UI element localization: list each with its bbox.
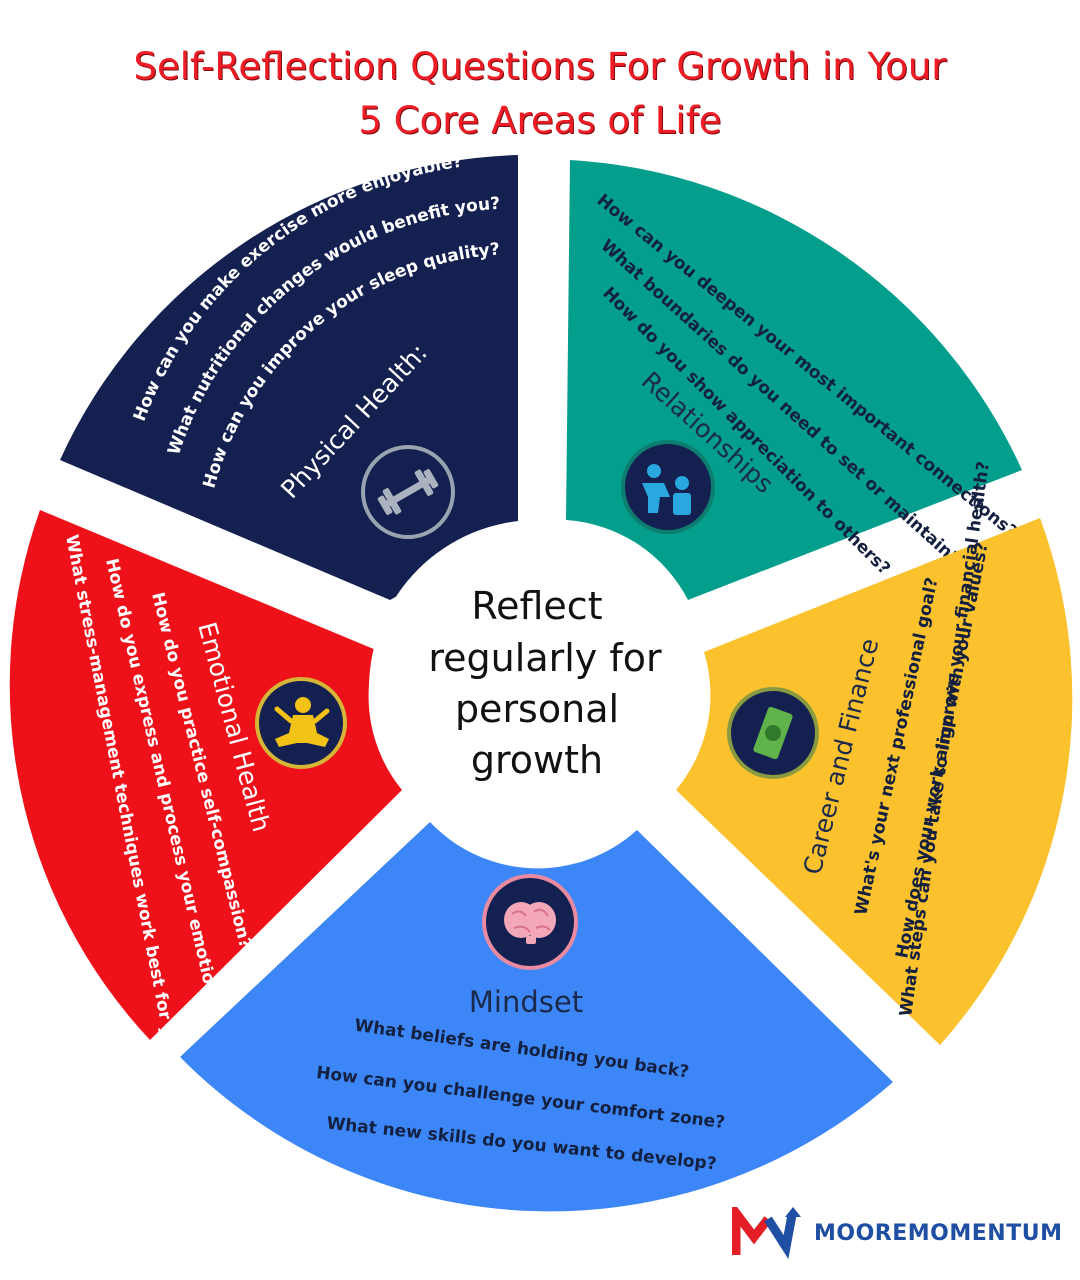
title-line-2: 5 Core Areas of Life [358,99,722,142]
segment-mindset: Mindset What beliefs are holding you bac… [180,822,893,1212]
money-icon [727,687,819,779]
segment-emotional-health: Emotional Health How do you practice sel… [9,510,402,1071]
moore-momentum-logo [732,1207,801,1259]
segment-emotional-health-shape [9,510,402,1040]
brand: MOOREMOMENTUM [732,1207,1062,1259]
dumbbell-icon [361,445,455,539]
people-icon [621,440,715,534]
brand-name[interactable]: MOOREMOMENTUM [814,1220,1063,1246]
page-title: Self-Reflection Questions For Growth in … [0,40,1080,148]
center-line-4: growth [471,738,603,782]
title-line-1: Self-Reflection Questions For Growth in … [133,45,947,88]
center-text: Reflect regularly for personal growth [428,584,662,782]
segment-physical-health: How can you make exercise more enjoyable… [60,152,518,600]
center-line-2: regularly for [428,636,662,680]
center-line-1: Reflect [471,584,602,628]
center-line-3: personal [455,687,619,731]
center-circle: Reflect regularly for personal growth [369,520,705,856]
meditation-icon [255,677,347,769]
mindset-label: Mindset [469,985,583,1019]
segment-mindset-shape [180,822,893,1212]
segment-relationships: How can you deepen your most important c… [566,160,1022,600]
segment-career-finance-shape [676,518,1073,1045]
brain-icon [482,874,578,970]
